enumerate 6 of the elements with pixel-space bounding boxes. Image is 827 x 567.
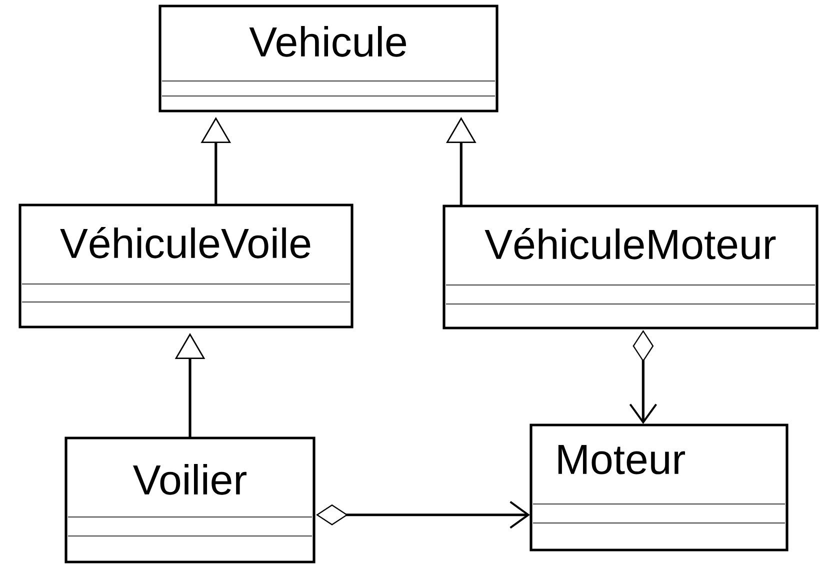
class-box: Vehicule xyxy=(158,4,498,112)
class-box: VéhiculeVoile xyxy=(18,204,354,328)
class-box: Voilier xyxy=(64,436,316,564)
class-box: Moteur xyxy=(530,424,788,552)
class-box: VéhiculeMoteur xyxy=(442,204,818,330)
aggregation-arrow xyxy=(629,330,657,424)
